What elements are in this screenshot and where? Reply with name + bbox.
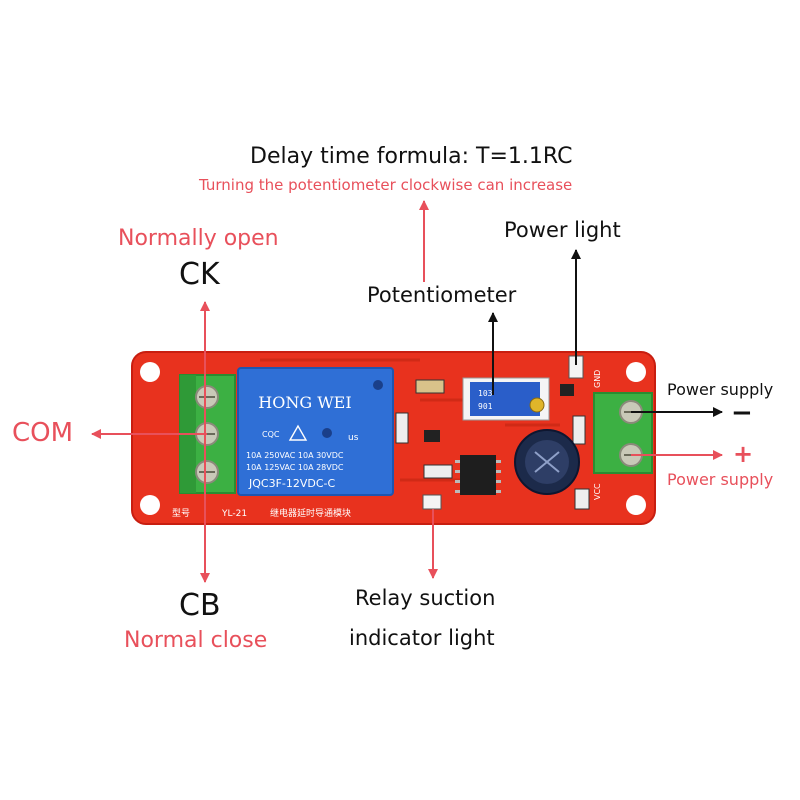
relay-corner-dot-icon (373, 380, 383, 390)
screw-icon (195, 460, 219, 484)
normal-close-label: Normal close (124, 628, 268, 653)
ck-label: CK (179, 257, 220, 292)
screw-icon (195, 385, 219, 409)
formula-title: Delay time formula: T=1.1RC (250, 144, 573, 169)
relay-spec-line1: 10A 250VAC 10A 30VDC (246, 451, 344, 460)
mounting-hole-icon (140, 495, 160, 515)
relay-model: JQC3F-12VDC-C (248, 477, 336, 490)
mounting-hole-icon (140, 362, 160, 382)
relay-brand: HONG WEI (258, 393, 351, 412)
warning-triangle-icon (288, 424, 308, 441)
pot-marking1: 103 (478, 389, 493, 398)
relay-badge-cqc: CQC (262, 430, 280, 439)
pot-screw-icon (529, 397, 545, 413)
power-supply-pos-label: Power supply (667, 470, 774, 489)
relay-led-label-line1: Relay suction (355, 586, 496, 610)
silk-model: YL-21 (221, 509, 247, 519)
mounting-hole-icon (626, 362, 646, 382)
power-supply-neg-label: Power supply (667, 380, 774, 399)
timer-ic (455, 455, 501, 495)
potentiometer-component: 103 901 (462, 377, 550, 421)
capacitor-component (514, 429, 580, 495)
silk-title: 继电器延时导通模块 (270, 507, 351, 519)
relay-led-label-line2: indicator light (349, 626, 495, 650)
mounting-hole-icon (626, 495, 646, 515)
neg-sign: − (731, 398, 753, 428)
pot-marking2: 901 (478, 402, 493, 411)
silk-vcc: VCC (593, 483, 602, 500)
com-label: COM (12, 418, 74, 448)
relay-badge-ul: us (348, 433, 359, 443)
formula-note: Turning the potentiometer clockwise can … (199, 176, 573, 194)
power-light-label: Power light (504, 218, 621, 242)
silk-gnd: GND (593, 370, 602, 388)
potentiometer-label: Potentiometer (367, 283, 517, 307)
normally-open-label: Normally open (118, 226, 279, 251)
relay-indicator-led (422, 494, 442, 510)
silk-model-label: 型号 (172, 508, 190, 519)
power-terminal-block (593, 392, 653, 474)
relay-component: HONG WEI CQC us 10A 250VAC 10A 30VDC 10A… (237, 367, 394, 496)
relay-spec-line2: 10A 125VAC 10A 28VDC (246, 463, 344, 472)
relay-corner-dot-icon (322, 428, 332, 438)
smd-components (395, 379, 590, 510)
pos-sign: + (733, 440, 754, 468)
cb-label: CB (179, 588, 221, 623)
